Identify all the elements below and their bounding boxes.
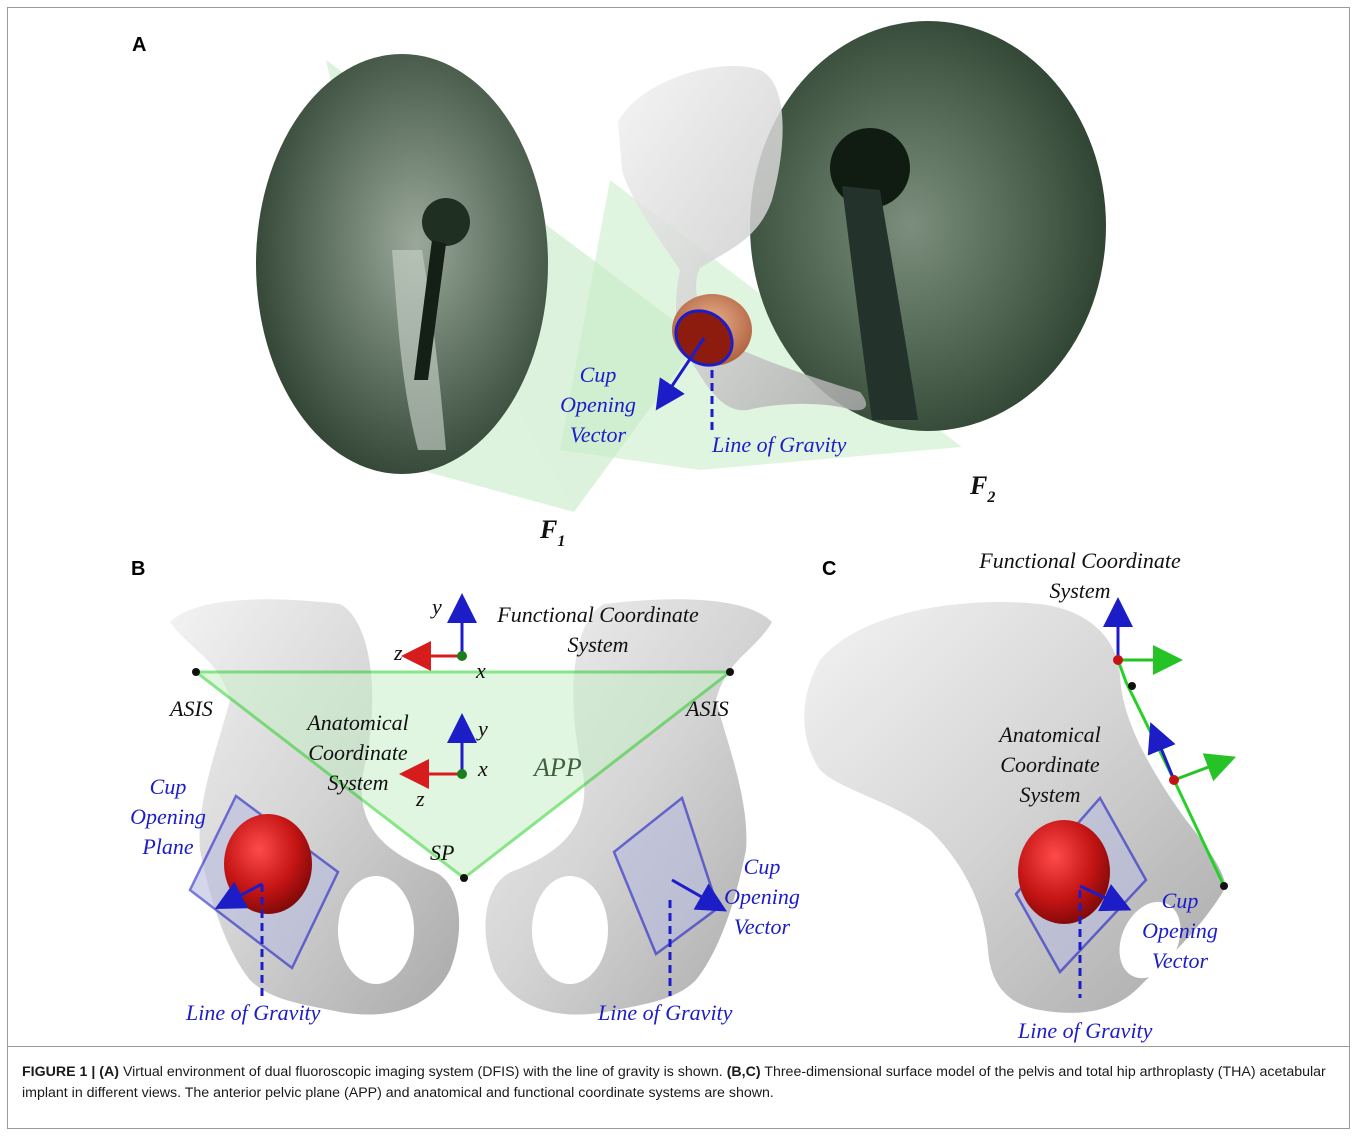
- caption-rule: [7, 1046, 1350, 1047]
- panel-b-letter: B: [131, 558, 145, 581]
- cup-plane-label-line1: Cup: [150, 774, 187, 799]
- caption-a-tag: (A): [99, 1064, 119, 1080]
- panel-b: y z x Functional Coordinate System y x z…: [130, 594, 800, 1025]
- cup-vector-label-c-line2: Opening: [1142, 918, 1218, 943]
- cup-vector-label-b-line1: Cup: [744, 854, 781, 879]
- sp-point-c: [1220, 882, 1228, 890]
- anatomical-origin: [457, 769, 467, 779]
- cup-vector-label-c-line3: Vector: [1152, 948, 1209, 973]
- functional-label-c-line2: System: [1049, 578, 1110, 603]
- cup-vector-label-b-line2: Opening: [724, 884, 800, 909]
- caption-a-text: Virtual environment of dual fluoroscopic…: [119, 1064, 727, 1080]
- cup-vector-label-c-line1: Cup: [1162, 888, 1199, 913]
- f1-label: F1: [539, 515, 565, 550]
- cup-vector-label-b-line3: Vector: [734, 914, 791, 939]
- cup-vector-label-a-line2: Opening: [560, 392, 636, 417]
- obturator-left-b: [338, 876, 414, 984]
- figure-caption: FIGURE 1 | (A) Virtual environment of du…: [22, 1062, 1338, 1104]
- line-of-gravity-label-b-right: Line of Gravity: [597, 1000, 733, 1025]
- cup-c: [1018, 820, 1110, 924]
- cup-left-b: [224, 814, 312, 914]
- functional-origin: [457, 651, 467, 661]
- panel-c: Functional Coordinate System Anatomical …: [804, 548, 1228, 1043]
- asis-right-label: ASIS: [684, 696, 729, 721]
- left-xray-femoral-head: [422, 198, 470, 246]
- functional-z-label: z: [393, 640, 403, 665]
- anatomical-label-b-line3: System: [327, 770, 388, 795]
- anatomical-origin-c: [1128, 682, 1136, 690]
- anatomical-label-b-line2: Coordinate: [308, 740, 408, 765]
- anatomical-x-label: x: [477, 756, 488, 781]
- functional-label-b-line2: System: [567, 632, 628, 657]
- anatomical-y-label: y: [476, 716, 488, 741]
- anatomical-label-c-line2: Coordinate: [1000, 752, 1100, 777]
- cup-plane-label-line2: Opening: [130, 804, 206, 829]
- asis-left-point: [192, 668, 200, 676]
- anatomical-label-b-line1: Anatomical: [305, 710, 408, 735]
- sp-label: SP: [430, 840, 454, 865]
- right-xray-image: [750, 21, 1106, 431]
- functional-y-label: y: [430, 594, 442, 619]
- functional-label-c-line1: Functional Coordinate: [978, 548, 1181, 573]
- anatomical-label-c-line3: System: [1019, 782, 1080, 807]
- panel-c-letter: C: [822, 558, 836, 581]
- anatomical-axis-origin-c: [1169, 775, 1179, 785]
- functional-label-b-line1: Functional Coordinate: [496, 602, 699, 627]
- panel-a: Cup Opening Vector Line of Gravity F1 F2: [256, 21, 1106, 550]
- cup-vector-label-a-line1: Cup: [580, 362, 617, 387]
- cup-plane-label-line3: Plane: [141, 834, 194, 859]
- cup-vector-label-a-line3: Vector: [570, 422, 627, 447]
- obturator-right-b: [532, 876, 608, 984]
- functional-x-label: x: [475, 658, 486, 683]
- caption-bc-tag: (B,C): [727, 1064, 761, 1080]
- caption-figure-label: FIGURE 1 |: [22, 1064, 95, 1080]
- anatomical-z-label: z: [415, 786, 425, 811]
- sp-point: [460, 874, 468, 882]
- anatomical-y-axis-c: [1156, 736, 1174, 780]
- line-of-gravity-label-a: Line of Gravity: [711, 432, 847, 457]
- asis-right-point: [726, 668, 734, 676]
- anatomical-x-axis-c: [1174, 762, 1222, 780]
- line-of-gravity-label-c: Line of Gravity: [1017, 1018, 1153, 1043]
- asis-left-label: ASIS: [168, 696, 213, 721]
- anatomical-label-c-line1: Anatomical: [997, 722, 1100, 747]
- functional-origin-c: [1113, 655, 1123, 665]
- line-of-gravity-label-b-left: Line of Gravity: [185, 1000, 321, 1025]
- app-label: APP: [532, 753, 582, 782]
- panel-a-letter: A: [132, 34, 146, 57]
- f2-label: F2: [969, 471, 995, 506]
